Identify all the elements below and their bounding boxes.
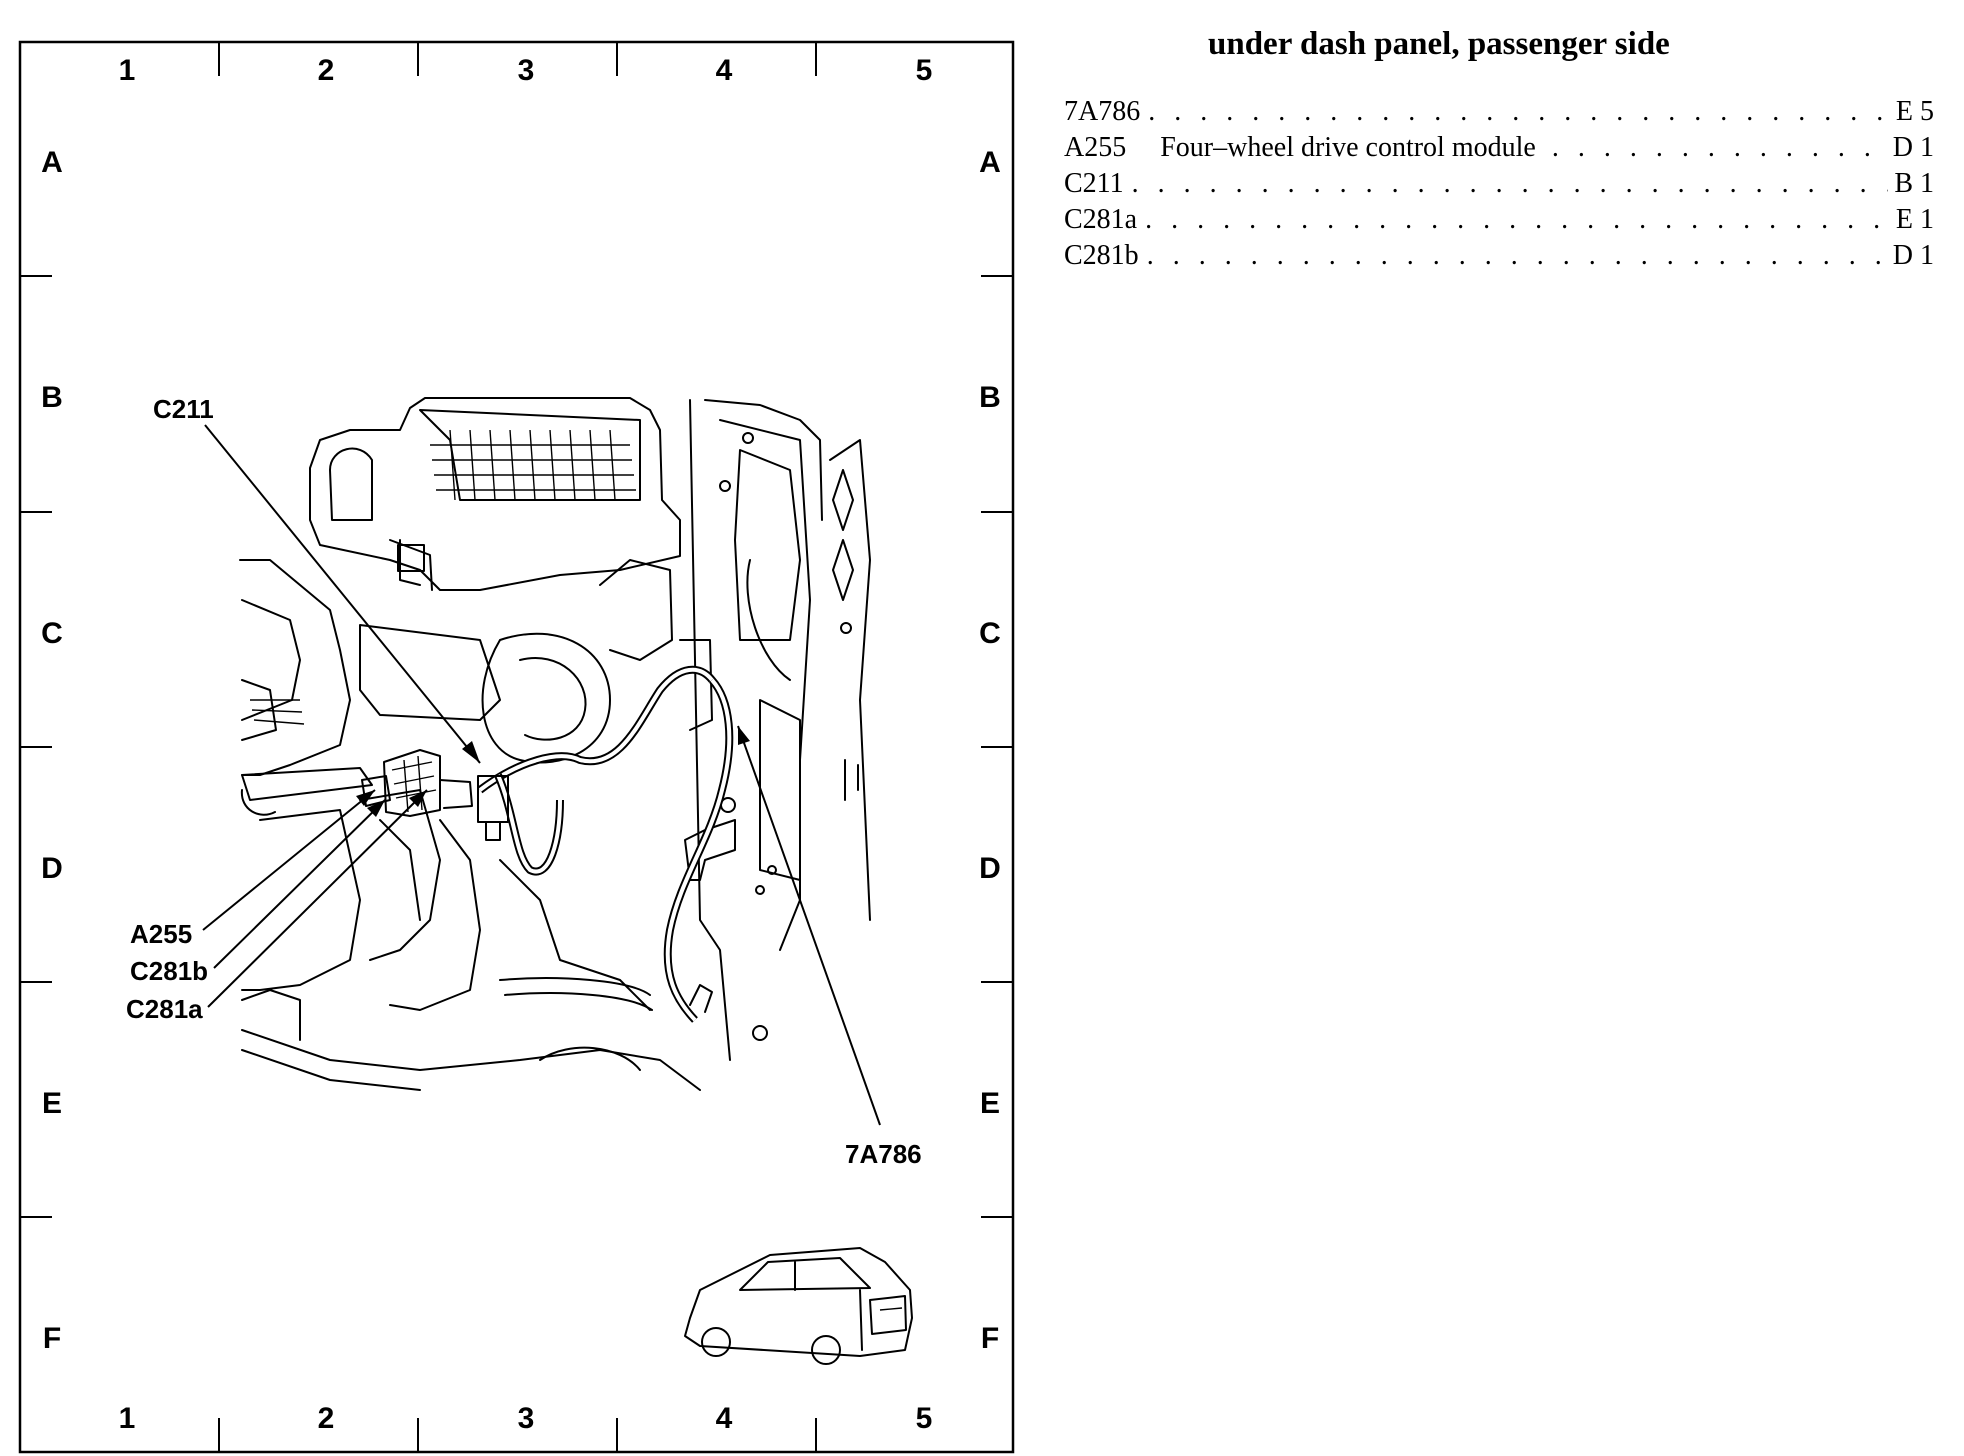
legend-row: C281b . . . . . . . . . . . . . . . . . … bbox=[1064, 238, 1934, 274]
grid-col-top-1: 1 bbox=[119, 54, 136, 87]
callout-c281b: C281b bbox=[130, 956, 208, 986]
grid-row-right-d: D bbox=[979, 852, 1001, 885]
grid-row-left-d: D bbox=[41, 852, 63, 885]
legend-leader-dots: . . . . . . . . . . . . . . . . . . . . … bbox=[1551, 132, 1887, 163]
legend-leader-dots: . . . . . . . . . . . . . . . . . . . . … bbox=[1131, 168, 1889, 199]
legend-row: 7A786 . . . . . . . . . . . . . . . . . … bbox=[1064, 94, 1934, 130]
legend-grid-location: E 1 bbox=[1895, 204, 1934, 235]
callout-c281a: C281a bbox=[126, 994, 203, 1024]
grid-row-right-c: C bbox=[979, 617, 1001, 650]
grid-col-bottom-4: 4 bbox=[716, 1402, 733, 1435]
grid-row-right-f: F bbox=[981, 1322, 999, 1355]
grid-col-bottom-3: 3 bbox=[518, 1402, 535, 1435]
legend-component-id: C211 bbox=[1064, 168, 1124, 199]
legend-component-description: Four–wheel drive control module bbox=[1160, 132, 1536, 163]
grid-row-right-b: B bbox=[979, 381, 1001, 414]
legend-leader-dots: . . . . . . . . . . . . . . . . . . . . … bbox=[1148, 96, 1890, 127]
grid-ticks bbox=[20, 42, 1013, 1452]
under-dash-illustration bbox=[239, 397, 871, 1091]
grid-col-bottom-5: 5 bbox=[916, 1402, 933, 1435]
legend-leader-dots: . . . . . . . . . . . . . . . . . . . . … bbox=[1146, 240, 1887, 271]
legend-grid-location: B 1 bbox=[1894, 168, 1934, 199]
legend-component-id: 7A786 bbox=[1064, 96, 1141, 127]
grid-row-left-f: F bbox=[43, 1322, 61, 1355]
legend-row: C211 . . . . . . . . . . . . . . . . . .… bbox=[1064, 166, 1934, 202]
legend-grid-location: D 1 bbox=[1892, 132, 1934, 163]
grid-col-bottom-1: 1 bbox=[119, 1402, 136, 1435]
grid-row-right-a: A bbox=[979, 146, 1001, 179]
grid-col-top-4: 4 bbox=[716, 54, 733, 87]
legend-component-id: C281b bbox=[1064, 240, 1139, 271]
legend-leader-dots: . . . . . . . . . . . . . . . . . . . . … bbox=[1145, 204, 1890, 235]
component-legend: 7A786 . . . . . . . . . . . . . . . . . … bbox=[1064, 94, 1934, 274]
legend-title: under dash panel, passenger side bbox=[1208, 26, 1670, 62]
grid-row-left-e: E bbox=[42, 1087, 62, 1120]
legend-row: C281a . . . . . . . . . . . . . . . . . … bbox=[1064, 202, 1934, 238]
legend-row: A255 Four–wheel drive control module . .… bbox=[1064, 130, 1934, 166]
legend-grid-location: D 1 bbox=[1892, 240, 1934, 271]
grid-row-right-e: E bbox=[980, 1087, 1000, 1120]
legend-grid-location: E 5 bbox=[1895, 96, 1934, 127]
grid-col-top-2: 2 bbox=[318, 54, 335, 87]
grid-frame bbox=[18, 40, 1015, 1454]
grid-row-left-a: A bbox=[41, 146, 63, 179]
legend-component-id: C281a bbox=[1064, 204, 1138, 235]
grid-col-top-3: 3 bbox=[518, 54, 535, 87]
vehicle-locator-icon bbox=[684, 1247, 913, 1365]
callout-c211: C211 bbox=[153, 394, 214, 424]
grid-row-left-c: C bbox=[41, 617, 63, 650]
callout-7a786: 7A786 bbox=[845, 1139, 922, 1169]
grid-col-top-5: 5 bbox=[916, 54, 933, 87]
callout-a255: A255 bbox=[130, 919, 192, 949]
legend-component-id: A255 bbox=[1064, 132, 1127, 163]
grid-row-left-b: B bbox=[41, 381, 63, 414]
callout-leaders bbox=[202, 424, 881, 1126]
grid-col-bottom-2: 2 bbox=[318, 1402, 335, 1435]
